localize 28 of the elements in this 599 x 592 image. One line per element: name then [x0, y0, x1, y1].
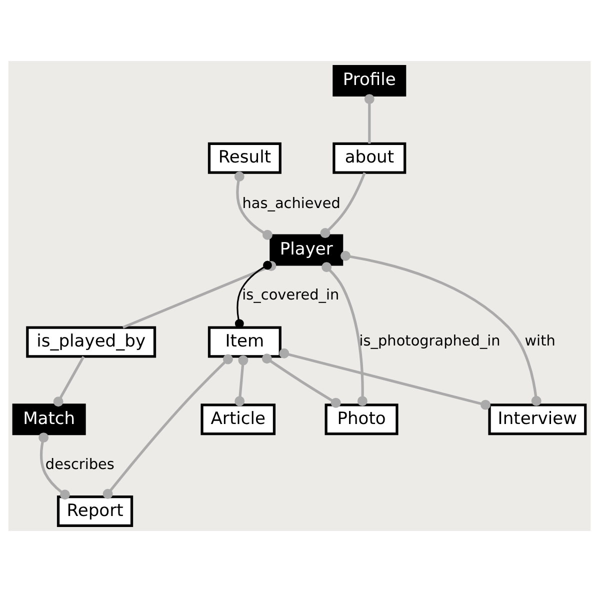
edge-label: with	[524, 334, 556, 350]
connector	[320, 172, 366, 238]
node-box: is_played_by	[26, 326, 156, 358]
connector	[234, 172, 272, 240]
edge-label: is_covered_in	[242, 288, 340, 304]
connector	[234, 260, 272, 328]
connector	[322, 262, 368, 406]
node-box: Report	[56, 496, 134, 528]
node-box: Item	[208, 326, 282, 358]
connector	[262, 354, 341, 408]
node-box: Match	[12, 404, 86, 436]
edge-label: has_achieved	[242, 196, 340, 212]
node-box: Interview	[488, 404, 587, 436]
node-box: about	[332, 142, 406, 174]
connector	[340, 250, 542, 406]
connector	[38, 432, 70, 500]
connector	[279, 348, 491, 410]
node-box: Player	[270, 234, 344, 266]
connector	[234, 355, 248, 406]
node-box: Result	[208, 142, 282, 174]
node-box: Profile	[332, 64, 406, 96]
node-box: Photo	[324, 404, 398, 436]
node-box: Article	[200, 404, 276, 436]
edge-label: describes	[45, 457, 114, 474]
connector	[364, 94, 374, 144]
connector	[102, 354, 233, 499]
connector	[53, 356, 85, 407]
edge-label: is_photographed_in	[359, 334, 500, 350]
